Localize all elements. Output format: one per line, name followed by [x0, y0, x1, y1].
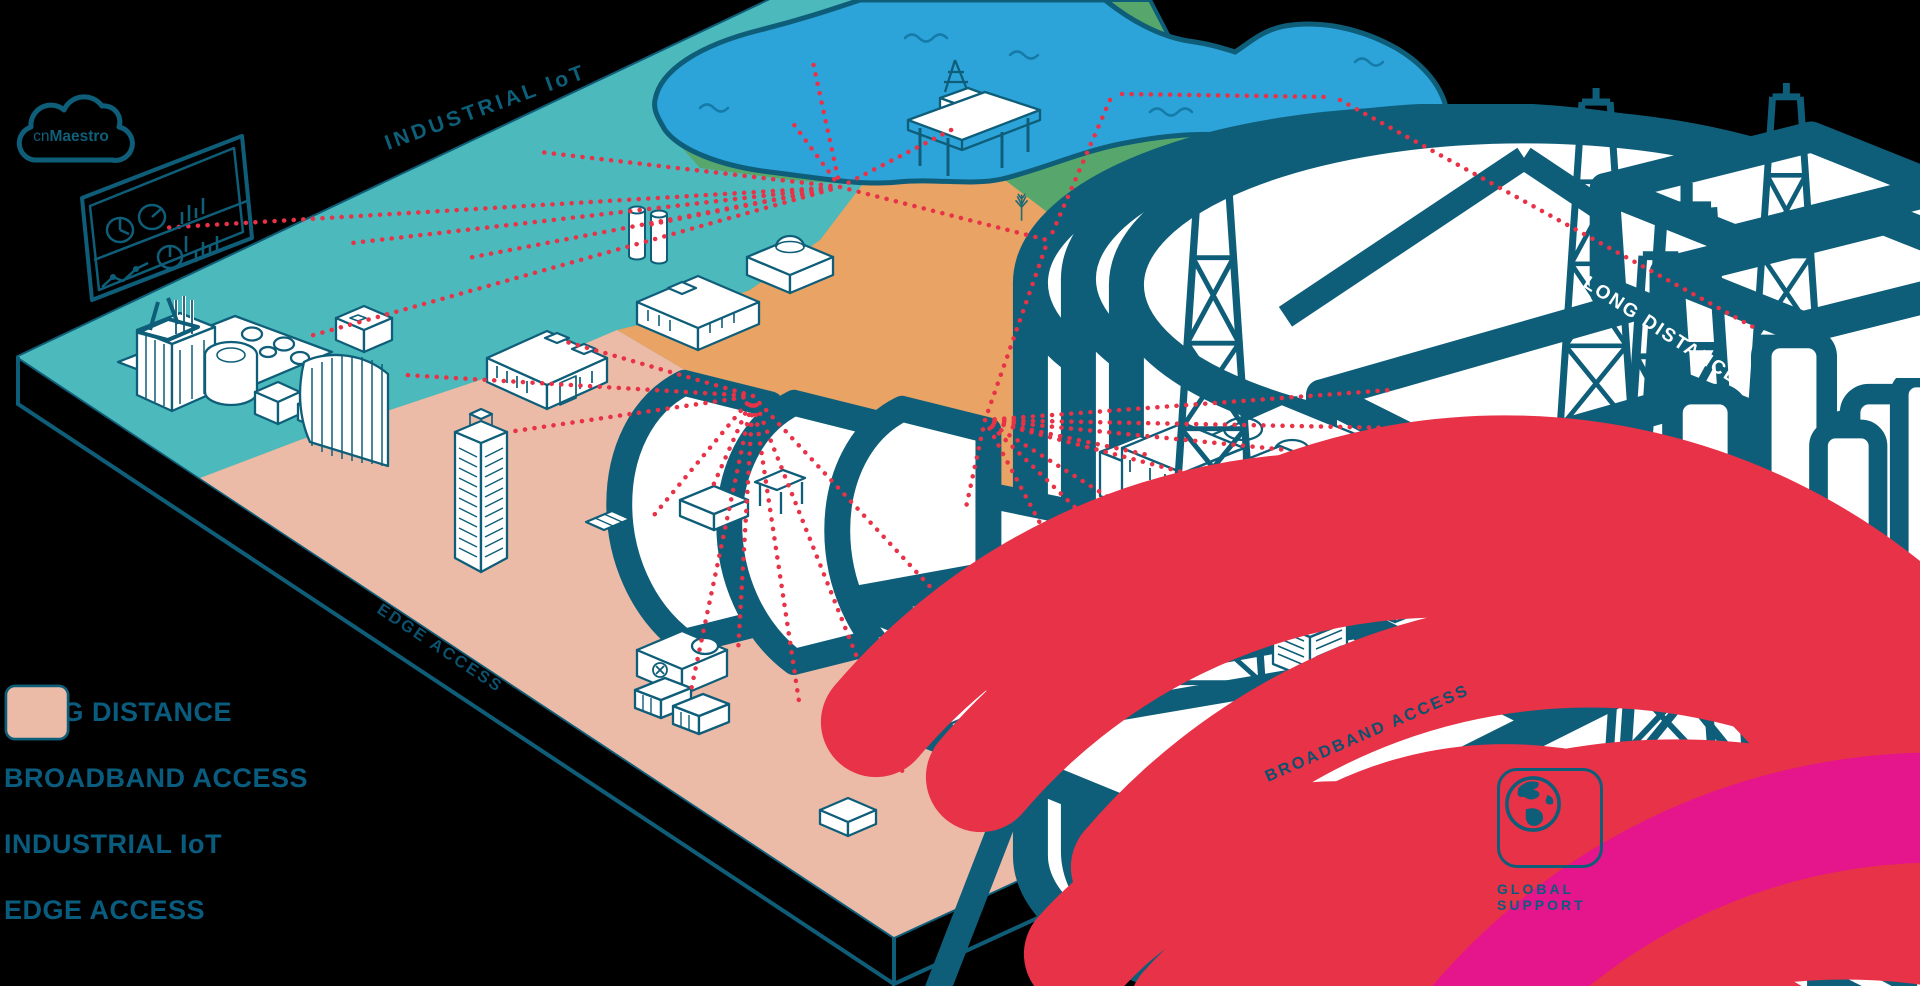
roof-solar-panels [584, 509, 632, 532]
dashboard-monitor [80, 134, 254, 342]
wireless-links [157, 55, 1758, 781]
link-lines-city-hub [402, 339, 1003, 781]
globe-icon [1505, 776, 1561, 832]
cloud-label: cnMaestro [33, 128, 109, 145]
legend-label: BROADBAND ACCESS [4, 763, 309, 793]
wave-icon [698, 33, 1385, 140]
global-support: GLOBAL SUPPORT [1497, 768, 1667, 913]
dome-building [745, 234, 835, 295]
container-stacks [633, 676, 731, 736]
low-slab-building [818, 796, 878, 838]
skyscraper [453, 407, 509, 574]
legend-swatch [4, 684, 70, 741]
legend-label: INDUSTRIAL IoT [4, 829, 222, 859]
link-lines-tower-hub [157, 55, 1050, 339]
flat-building [635, 274, 761, 352]
legend-label: EDGE ACCESS [4, 895, 206, 925]
curved-tower-building [298, 304, 394, 468]
link-lines-long-distance [1047, 91, 1758, 543]
cloud-management: cnMaestro [16, 94, 254, 342]
low-slab-building [678, 484, 750, 532]
slim-tanks [628, 205, 668, 265]
legend-item-edge-access: EDGE ACCESS [4, 684, 308, 939]
global-support-label: GLOBAL SUPPORT [1497, 881, 1586, 913]
legend-item-broadband-access: BROADBAND ACCESS [4, 684, 309, 807]
global-support-box [1497, 768, 1603, 868]
legend-item-industrial-iot: INDUSTRIAL IoT [4, 684, 308, 873]
cloud-icon [16, 94, 135, 163]
industrial-props [116, 120, 1920, 986]
canopy-structure [753, 468, 807, 514]
legend: LONG DISTANCE BROADBAND ACCESS INDUSTRIA… [4, 684, 308, 948]
